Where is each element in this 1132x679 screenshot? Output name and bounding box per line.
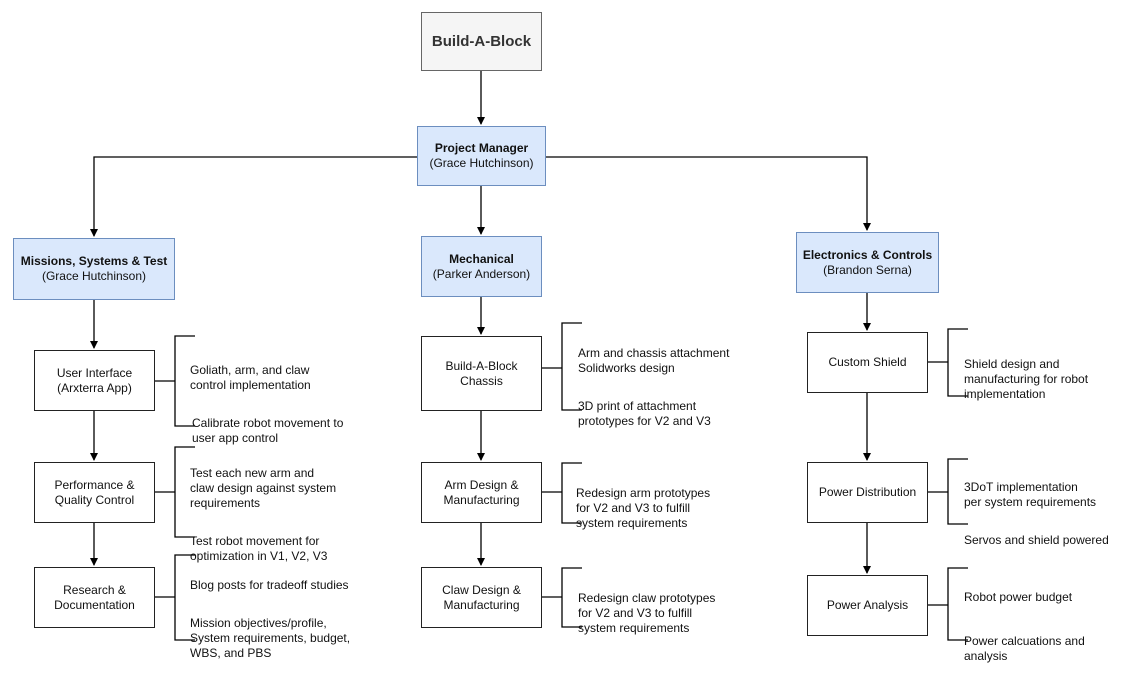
- chassis-title: Build-A-Block Chassis: [445, 358, 518, 388]
- note-item: Test robot movement for optimization in …: [190, 534, 328, 563]
- custom-shield-notes: Shield design and manufacturing for robo…: [964, 342, 1124, 417]
- analysis-notes-bracket: [928, 567, 968, 641]
- power-analysis-node: Power Analysis: [807, 575, 928, 636]
- manager-name: (Grace Hutchinson): [429, 156, 534, 170]
- manager-to-missions-arrow: [90, 156, 417, 237]
- claw-design-node: Claw Design & Manufacturing: [421, 567, 542, 628]
- electronics-controls-node: Electronics & Controls (Brandon Serna): [796, 232, 939, 293]
- connector-lines: [90, 71, 968, 641]
- note-item: Test each new arm and claw design agains…: [190, 466, 337, 510]
- user-interface-title: User Interface (Arxterra App): [56, 365, 133, 395]
- research-documentation-node: Research & Documentation: [34, 567, 155, 628]
- note-item: Redesign claw prototypes for V2 and V3 t…: [578, 591, 716, 635]
- note-item: 3DoT implementation per system requireme…: [964, 480, 1097, 509]
- claw-design-title: Claw Design & Manufacturing: [442, 582, 521, 612]
- root-title: Build-A-Block: [431, 33, 532, 50]
- note-item: Robot power budget: [964, 590, 1073, 604]
- note-item: Blog posts for tradeoff studies: [190, 578, 349, 592]
- ui-notes-bracket: [155, 335, 195, 427]
- note-item: Redesign arm prototypes for V2 and V3 to…: [576, 486, 711, 530]
- mechanical-title: Mechanical: [449, 251, 514, 266]
- manager-title: Project Manager: [434, 141, 529, 155]
- custom-shield-node: Custom Shield: [807, 332, 928, 393]
- research-documentation-notes: Blog posts for tradeoff studies Mission …: [190, 563, 415, 676]
- arm-design-title: Arm Design & Manufacturing: [443, 477, 520, 507]
- power-distribution-node: Power Distribution: [807, 462, 928, 523]
- note-item: Arm and chassis attachment Solidworks de…: [578, 346, 730, 375]
- arm-design-node: Arm Design & Manufacturing: [421, 462, 542, 523]
- missions-owner: (Grace Hutchinson): [41, 269, 147, 283]
- power-distribution-notes: 3DoT implementation per system requireme…: [964, 465, 1124, 563]
- root-node: Build-A-Block: [421, 12, 542, 71]
- distribution-notes-bracket: [928, 458, 968, 525]
- user-interface-notes: Goliath, arm, and claw control implement…: [190, 348, 415, 461]
- chassis-notes: Arm and chassis attachment Solidworks de…: [578, 331, 788, 444]
- claw-notes-bracket: [542, 567, 582, 628]
- arm-design-notes: Redesign arm prototypes for V2 and V3 to…: [576, 471, 786, 546]
- arm-notes-bracket: [542, 462, 582, 524]
- note-item: Calibrate robot movement to user app con…: [192, 416, 344, 445]
- performance-quality-node: Performance & Quality Control: [34, 462, 155, 523]
- power-analysis-title: Power Analysis: [826, 598, 909, 612]
- note-item: Goliath, arm, and claw control implement…: [190, 363, 311, 392]
- user-interface-node: User Interface (Arxterra App): [34, 350, 155, 411]
- note-item: Servos and shield powered: [964, 533, 1109, 547]
- note-item: 3D print of attachment prototypes for V2…: [578, 399, 711, 428]
- power-analysis-notes: Robot power budget Power calcuations and…: [964, 575, 1124, 679]
- chassis-node: Build-A-Block Chassis: [421, 336, 542, 411]
- mechanical-owner: (Parker Anderson): [432, 266, 531, 281]
- custom-shield-title: Custom Shield: [828, 355, 907, 369]
- electronics-title: Electronics & Controls: [802, 247, 933, 262]
- research-documentation-title: Research & Documentation: [54, 582, 135, 612]
- electronics-owner: (Brandon Serna): [823, 262, 912, 277]
- claw-design-notes: Redesign claw prototypes for V2 and V3 t…: [578, 576, 788, 651]
- note-item: Power calcuations and analysis: [964, 634, 1085, 663]
- note-item: Mission objectives/profile, System requi…: [190, 616, 351, 660]
- mechanical-node: Mechanical (Parker Anderson): [421, 236, 542, 297]
- missions-title: Missions, Systems & Test: [20, 254, 168, 268]
- shield-notes-bracket: [928, 328, 968, 397]
- performance-quality-title: Performance & Quality Control: [54, 477, 135, 507]
- note-item: Shield design and manufacturing for robo…: [964, 357, 1089, 401]
- research-notes-bracket: [155, 554, 195, 641]
- performance-quality-notes: Test each new arm and claw design agains…: [190, 451, 415, 579]
- chassis-notes-bracket: [542, 322, 582, 411]
- project-manager-node: Project Manager (Grace Hutchinson): [417, 126, 546, 186]
- missions-systems-test-node: Missions, Systems & Test (Grace Hutchins…: [13, 238, 175, 300]
- manager-to-electronics-arrow: [546, 156, 871, 231]
- performance-notes-bracket: [155, 446, 195, 538]
- power-distribution-title: Power Distribution: [818, 485, 917, 499]
